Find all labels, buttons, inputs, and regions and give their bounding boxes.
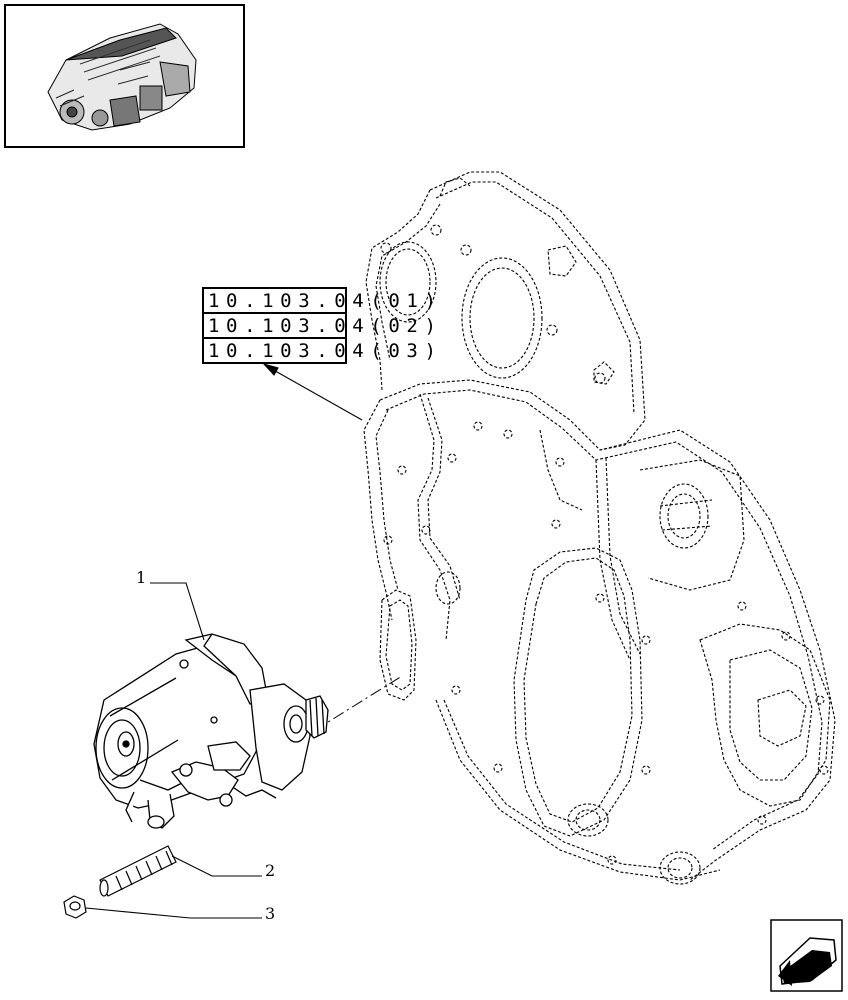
previous-page-arrow-icon — [778, 937, 837, 986]
flywheel-housing-phantom — [363, 171, 836, 885]
reference-row-3[interactable]: 10.103.04(03) — [208, 340, 443, 362]
reference-arrow-head — [262, 362, 279, 376]
stud[interactable] — [99, 845, 177, 897]
starter-motor[interactable] — [93, 633, 329, 829]
reference-table[interactable]: 10.103.04(01) 10.103.04(02) 10.103.04(03… — [202, 287, 443, 364]
reference-arrow-line — [269, 367, 363, 421]
engine-thumbnail[interactable] — [4, 4, 245, 148]
nut[interactable] — [63, 895, 87, 919]
leader-line-2 — [171, 855, 262, 877]
alignment-centerline — [295, 675, 403, 743]
leader-line-1 — [150, 582, 205, 641]
leader-line-3 — [85, 907, 262, 919]
callout-3: 3 — [265, 904, 275, 923]
reference-row-1[interactable]: 10.103.04(01) — [208, 290, 443, 312]
engine-thumbnail-icon — [47, 23, 197, 131]
reference-row-2[interactable]: 10.103.04(02) — [208, 315, 443, 337]
leader-lines — [85, 362, 363, 919]
previous-page-button[interactable] — [770, 919, 843, 992]
callout-1: 1 — [136, 568, 146, 587]
callout-2: 2 — [265, 861, 275, 880]
